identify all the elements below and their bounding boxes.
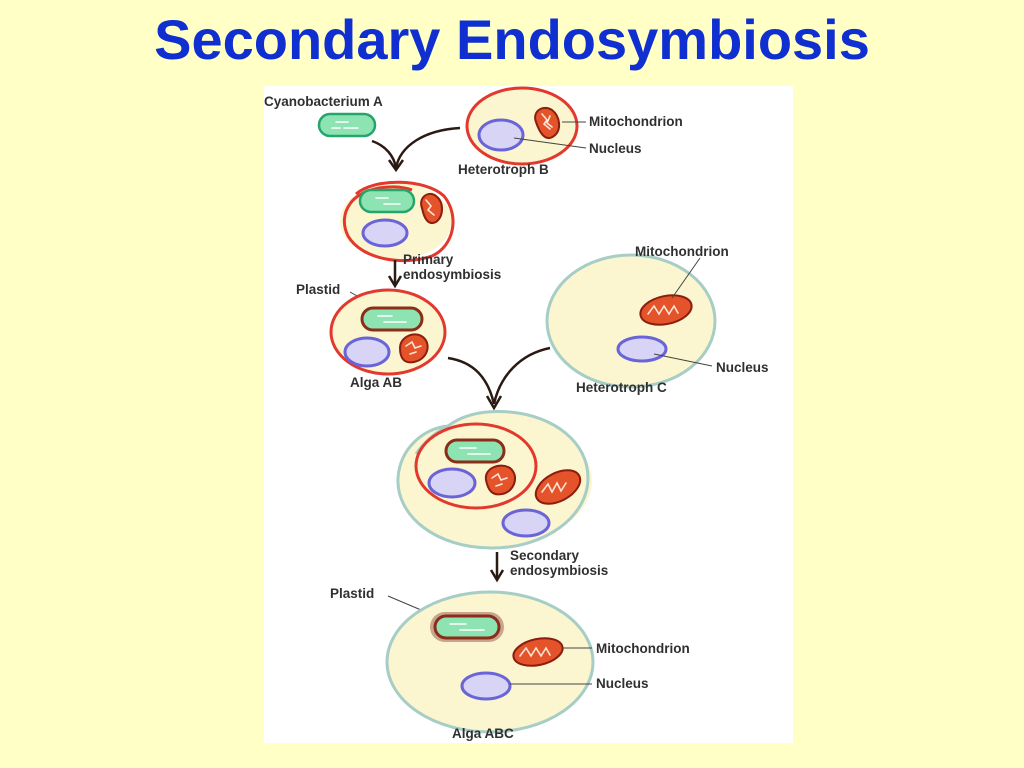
label-primary-2: endosymbiosis: [403, 267, 501, 282]
label-alga-ab: Alga AB: [350, 375, 402, 390]
label-nucleus-top: Nucleus: [589, 141, 642, 156]
nucleus-b: [477, 118, 525, 152]
mitochondrion-b: [534, 106, 560, 140]
label-alga-abc: Alga ABC: [452, 726, 514, 741]
converge-arrow-2: [447, 346, 551, 411]
secondary-engulfing-cell: [396, 410, 592, 550]
label-primary-1: Primary: [403, 252, 454, 267]
slide-title: Secondary Endosymbiosis: [154, 8, 870, 71]
label-mitochondrion-top: Mitochondrion: [589, 114, 683, 129]
alga-ab: [329, 288, 447, 376]
diagram-panel: Cyanobacterium A Mitochondrion Nucleus H…: [264, 86, 793, 743]
mitochondrion-c: [639, 294, 693, 326]
label-nucleus-c: Nucleus: [716, 360, 769, 375]
heterotroph-b: [465, 86, 579, 166]
label-secondary-1: Secondary: [510, 548, 580, 563]
mitochondrion-abc: [512, 637, 564, 667]
label-mitochondrion-c: Mitochondrion: [635, 244, 729, 259]
cyanobacterium-a: [317, 112, 377, 138]
heterotroph-c: [545, 253, 717, 389]
primary-arrow: [387, 260, 403, 289]
label-nucleus-abc: Nucleus: [596, 676, 649, 691]
secondary-arrow: [489, 552, 505, 583]
label-plastid-ab: Plastid: [296, 282, 340, 297]
alga-abc: [385, 590, 595, 734]
converge-arrow-1: [371, 126, 461, 173]
engulfing-cell: [340, 180, 455, 263]
label-heterotroph-b: Heterotroph B: [458, 162, 549, 177]
label-heterotroph-c: Heterotroph C: [576, 380, 667, 395]
label-plastid-abc: Plastid: [330, 586, 374, 601]
label-secondary-2: endosymbiosis: [510, 563, 608, 578]
endosymbiosis-diagram: Cyanobacterium A Mitochondrion Nucleus H…: [264, 86, 769, 741]
label-mitochondrion-abc: Mitochondrion: [596, 641, 690, 656]
label-cyanobacterium-a: Cyanobacterium A: [264, 94, 383, 109]
